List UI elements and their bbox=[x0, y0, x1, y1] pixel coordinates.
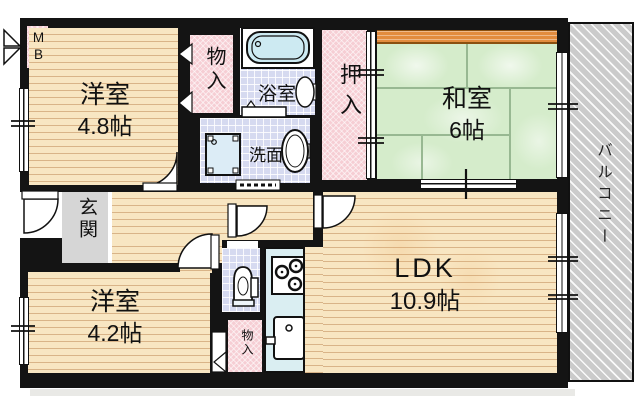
room-name: 和室 bbox=[441, 85, 492, 113]
bathroom-door-icon bbox=[241, 76, 317, 118]
japanese-room-shelf bbox=[377, 30, 557, 44]
washing-machine-icon bbox=[205, 133, 241, 176]
washbasin-icon bbox=[281, 129, 311, 173]
toilet-icon bbox=[232, 266, 259, 307]
room-entrance bbox=[62, 192, 108, 263]
folding-door-lower-closet bbox=[211, 331, 227, 374]
entrance-step bbox=[108, 192, 112, 263]
room-size: 4.2帖 bbox=[87, 320, 143, 346]
room-size: 4.8帖 bbox=[77, 113, 133, 139]
hallway bbox=[112, 192, 313, 240]
tatami-joint bbox=[421, 134, 423, 179]
room-bedroom1 bbox=[29, 28, 178, 185]
room-label-closet-upper: 物入 bbox=[203, 46, 225, 94]
meter-box-doors-icon bbox=[3, 28, 22, 66]
sliding-door-oshiire bbox=[366, 31, 376, 179]
drop-shadow bbox=[30, 389, 575, 396]
room-label-bedroom1: 洋室 4.8帖 bbox=[38, 80, 172, 142]
sliding-door-japanese-ldk bbox=[420, 179, 517, 189]
window-tick-marks bbox=[11, 69, 578, 332]
room-label-bedroom2: 洋室 4.2帖 bbox=[35, 287, 195, 349]
folding-door-upper-closet bbox=[178, 42, 193, 116]
tatami-joint bbox=[377, 134, 510, 136]
room-name: 洋室 bbox=[89, 288, 140, 316]
door-arc-ldk bbox=[313, 194, 356, 229]
door-arc-bedroom2 bbox=[177, 233, 220, 270]
window-japanese-room bbox=[556, 52, 568, 178]
room-ldk-strip bbox=[305, 247, 323, 373]
stove-icon bbox=[271, 256, 305, 295]
bathtub-icon bbox=[241, 27, 315, 69]
room-label-closet-lower: 物入 bbox=[240, 329, 254, 357]
tatami-joint bbox=[509, 88, 511, 179]
window-ldk bbox=[556, 213, 568, 333]
room-label-meter-box: MB bbox=[32, 30, 45, 62]
room-label-oshiire: 押入 bbox=[337, 63, 362, 123]
door-arc-toilet bbox=[227, 203, 268, 238]
door-arc-bedroom1 bbox=[142, 151, 178, 192]
room-name: LDK bbox=[394, 253, 456, 283]
room-size: 6帖 bbox=[449, 117, 485, 143]
room-label-ldk: LDK 10.9帖 bbox=[345, 252, 505, 318]
toilet-door-opening bbox=[227, 241, 258, 248]
room-label-washroom: 洗面 bbox=[249, 146, 283, 165]
room-name: 洋室 bbox=[79, 81, 130, 109]
kitchen-sink-icon bbox=[265, 316, 305, 360]
window-bedroom1 bbox=[19, 88, 29, 172]
door-arc-entrance bbox=[21, 190, 59, 234]
room-size: 10.9帖 bbox=[389, 288, 461, 315]
tatami-joint bbox=[466, 44, 468, 89]
room-label-entrance: 玄関 bbox=[76, 197, 97, 241]
room-bedroom2 bbox=[28, 272, 210, 373]
balcony bbox=[568, 22, 634, 382]
washroom-partition bbox=[235, 179, 281, 191]
closet-upper bbox=[190, 35, 233, 113]
room-label-balcony: バルコニー bbox=[595, 142, 612, 250]
room-label-japanese: 和室 6帖 bbox=[387, 84, 547, 146]
room-ldk bbox=[323, 192, 557, 373]
room-label-bathroom: 浴室 bbox=[257, 84, 296, 105]
closet-lower bbox=[228, 320, 262, 372]
closet-oshiire bbox=[322, 30, 367, 180]
